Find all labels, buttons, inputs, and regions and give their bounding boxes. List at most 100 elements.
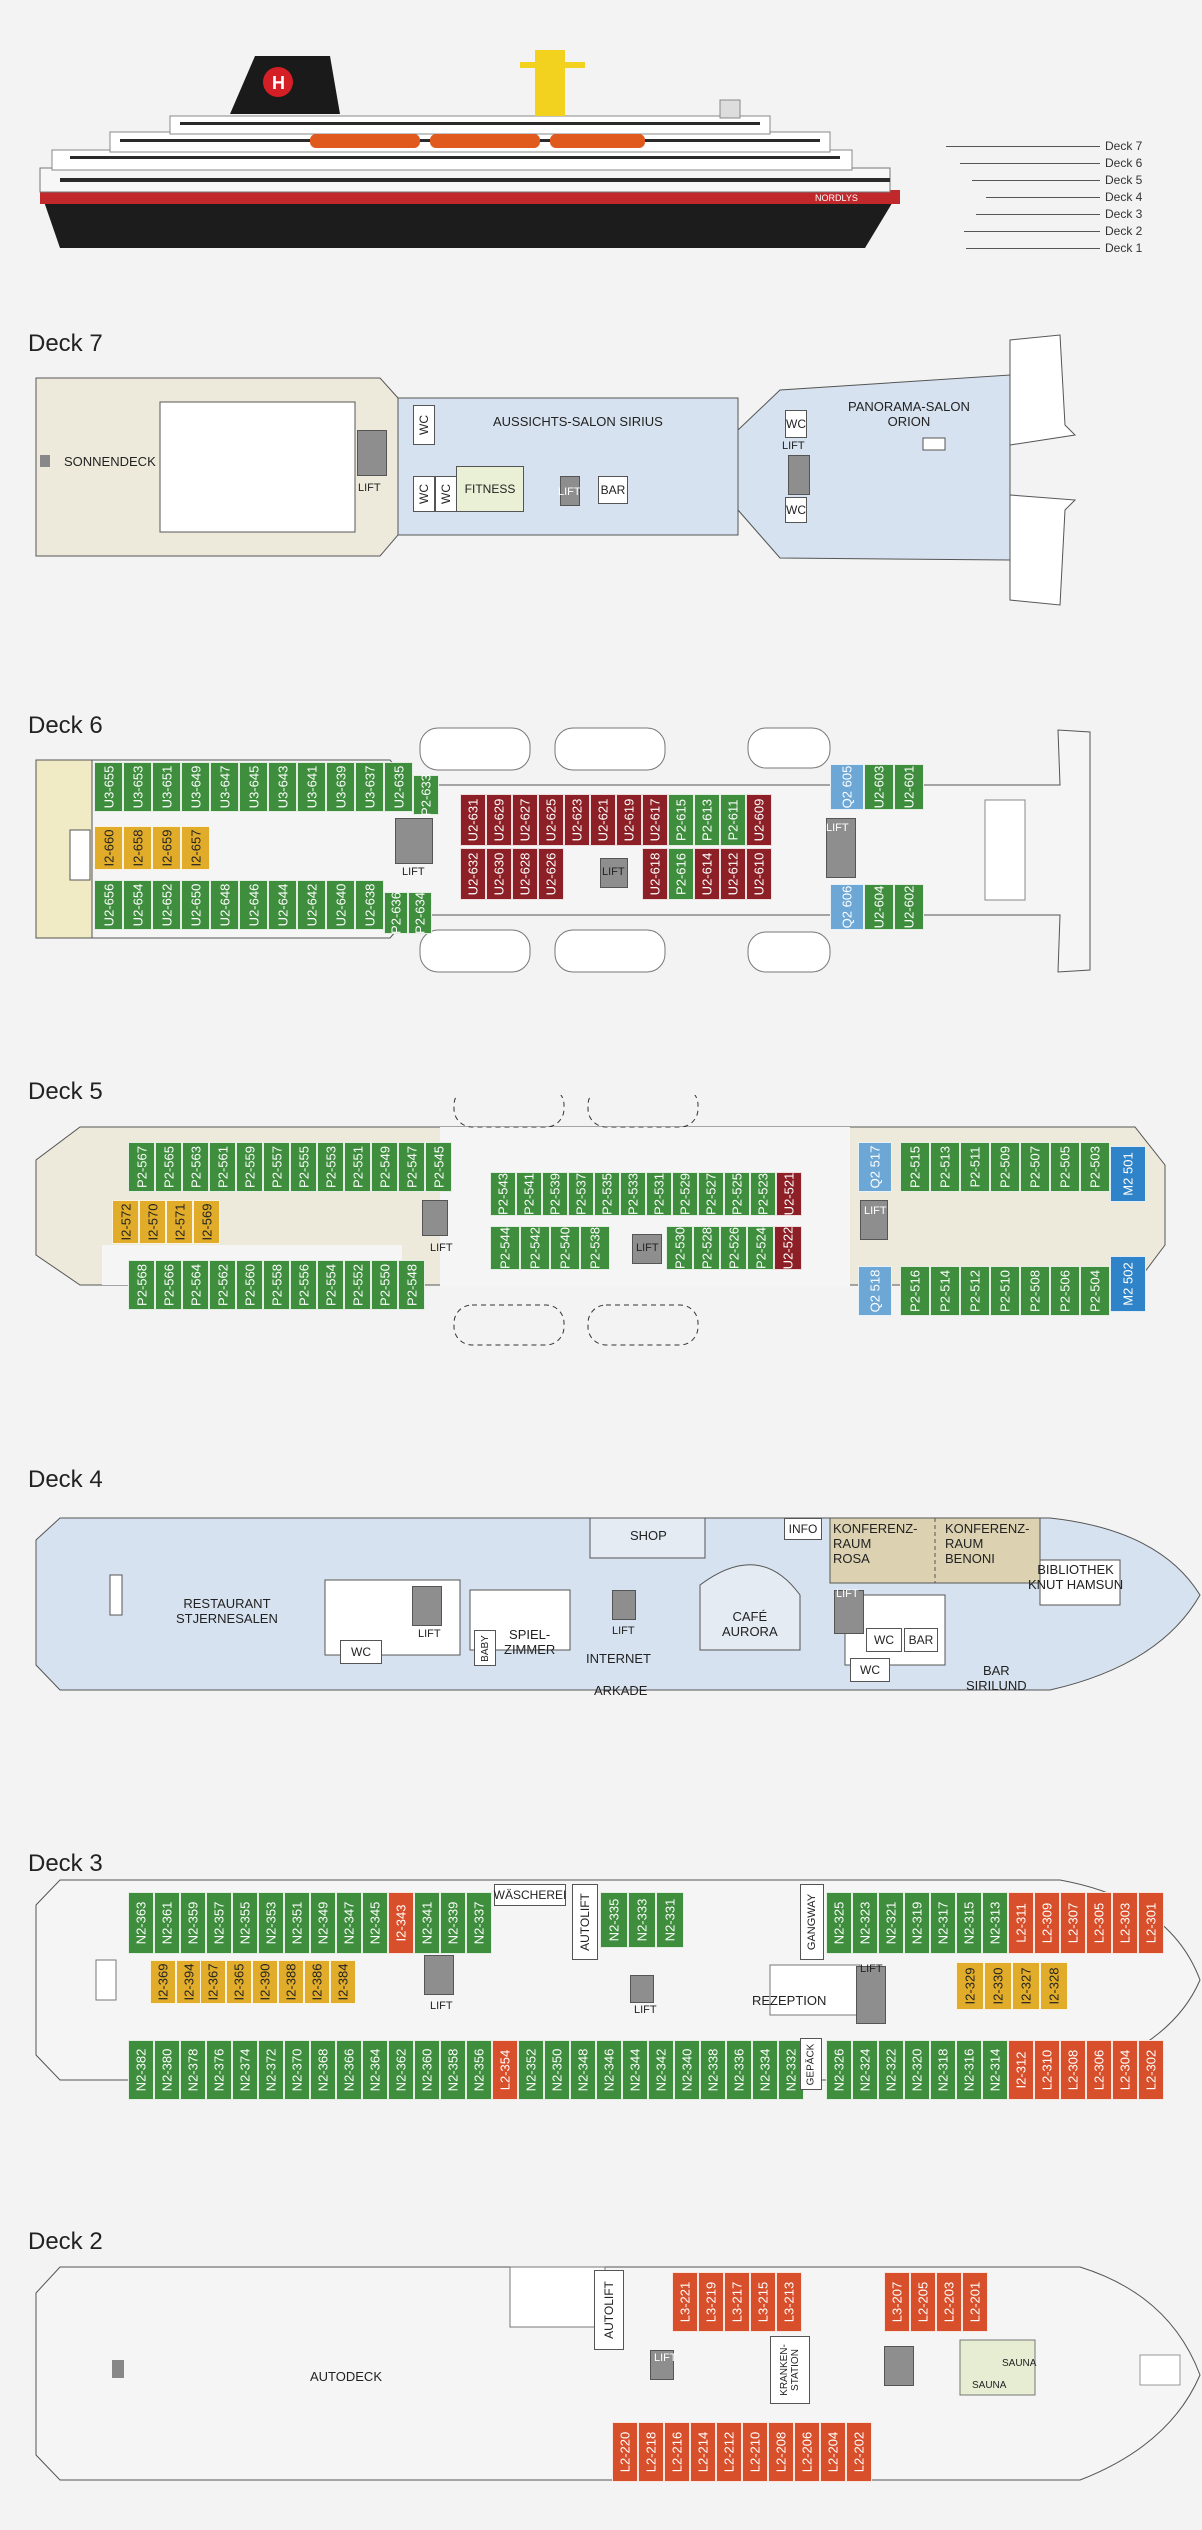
cabin-i2-384: I2-384 (330, 1960, 356, 2004)
cabin-p2-636: P2-636 (384, 892, 408, 934)
legend-deck-1: Deck 1 (1105, 241, 1143, 255)
deck-7-lift-a-label: LIFT (358, 482, 381, 494)
cabin-i2-394: I2-394 (176, 1960, 202, 2004)
deck-4-bar-small: BAR (904, 1628, 938, 1652)
cabin-p2-510: P2-510 (990, 1266, 1020, 1316)
cabin-n2-356: N2-356 (466, 2040, 492, 2100)
baby-room: BABY (474, 1630, 496, 1666)
cabin-l2-214: L2-214 (690, 2422, 716, 2482)
cabin-p2-634: P2-634 (408, 892, 432, 934)
sauna-label-2: SAUNA (972, 2380, 1007, 2391)
cabin-p2-514: P2-514 (930, 1266, 960, 1316)
cabin-u2-648: U2-648 (210, 880, 239, 930)
cabin-p2-562: P2-562 (209, 1260, 236, 1310)
cabin-i2-657: I2-657 (181, 826, 210, 870)
cabin-p2-541: P2-541 (516, 1172, 542, 1216)
cabin-q2-606: Q2 606 (830, 884, 864, 930)
cabin-n2-342: N2-342 (648, 2040, 674, 2100)
cabin-p2-545: P2-545 (425, 1142, 452, 1192)
cabin-n2-359: N2-359 (180, 1892, 206, 1954)
cabin-p2-544: P2-544 (490, 1226, 520, 1270)
cabin-n2-372: N2-372 (258, 2040, 284, 2100)
cabin-l2-218: L2-218 (638, 2422, 664, 2482)
cabin-i2-660: I2-660 (94, 826, 123, 870)
cabin-n2-351: N2-351 (284, 1892, 310, 1954)
cabin-p2-549: P2-549 (371, 1142, 398, 1192)
cabin-i2-390: I2-390 (252, 1960, 278, 2004)
deck-2-lift-a (650, 2350, 674, 2380)
cabin-l2-204: L2-204 (820, 2422, 846, 2482)
cabin-l2-307: L2-307 (1060, 1892, 1086, 1954)
cabin-u2-650: U2-650 (181, 880, 210, 930)
cabin-u2-646: U2-646 (239, 880, 268, 930)
cabin-u2-601: U2-601 (894, 764, 924, 810)
sirius-salon-label: AUSSICHTS-SALON SIRIUS (493, 414, 663, 429)
deck-3-autolift: AUTOLIFT (572, 1884, 598, 1960)
cabin-p2-557: P2-557 (263, 1142, 290, 1192)
cabin-n2-325: N2-325 (826, 1892, 852, 1954)
deck-5-lift-a (422, 1200, 448, 1236)
internet-label: INTERNET (586, 1651, 651, 1666)
deck-3-title: Deck 3 (28, 1850, 103, 1877)
cabin-p2-525: P2-525 (724, 1172, 750, 1216)
cabin-l2-208: L2-208 (768, 2422, 794, 2482)
cabin-i2-569: I2-569 (193, 1200, 220, 1244)
deck-3-lift-a (424, 1955, 454, 1995)
cabin-i2-570: I2-570 (139, 1200, 166, 1244)
cabin-l2-206: L2-206 (794, 2422, 820, 2482)
deck-7-bar: BAR (598, 476, 628, 504)
cabin-p2-563: P2-563 (182, 1142, 209, 1192)
cabin-u2-628: U2-628 (512, 848, 538, 900)
cabin-n2-319: N2-319 (904, 1892, 930, 1954)
cabin-n2-347: N2-347 (336, 1892, 362, 1954)
deck-6-lift-b (600, 858, 628, 888)
cabin-l2-201: L2-201 (962, 2272, 988, 2332)
cabin-p2-547: P2-547 (398, 1142, 425, 1192)
cabin-n2-324: N2-324 (852, 2040, 878, 2100)
krankenstation: KRANKEN-STATION (770, 2336, 810, 2404)
arkade-label: ARKADE (594, 1683, 648, 1698)
cabin-n2-362: N2-362 (388, 2040, 414, 2100)
cabin-p2-515: P2-515 (900, 1142, 930, 1192)
cabin-l2-309: L2-309 (1034, 1892, 1060, 1954)
cabin-u2-638: U2-638 (355, 880, 384, 930)
cabin-l3-217: L3-217 (724, 2272, 750, 2332)
cabin-n2-357: N2-357 (206, 1892, 232, 1954)
cabin-i2-367: I2-367 (200, 1960, 226, 2004)
deck-4-lift-c (834, 1590, 864, 1634)
cabin-l2-311: L2-311 (1008, 1892, 1034, 1954)
cabin-u3-641: U3-641 (297, 762, 326, 812)
deck-7-wc-5: WC (785, 497, 807, 523)
cabin-i2-659: I2-659 (152, 826, 181, 870)
cabin-n2-378: N2-378 (180, 2040, 206, 2100)
deck-4-wc-3: WC (850, 1658, 890, 1682)
spielzimmer-label: SPIEL-ZIMMER (504, 1627, 556, 1657)
cabin-p2-530: P2-530 (666, 1226, 693, 1270)
deck-5-lift-b-label: LIFT (636, 1242, 659, 1254)
cabin-p2-550: P2-550 (371, 1260, 398, 1310)
cabin-p2-505: P2-505 (1050, 1142, 1080, 1192)
cabin-n2-353: N2-353 (258, 1892, 284, 1954)
cabin-n2-350: N2-350 (544, 2040, 570, 2100)
cabin-p2-542: P2-542 (520, 1226, 550, 1270)
cabin-p2-565: P2-565 (155, 1142, 182, 1192)
cabin-p2-533: P2-533 (620, 1172, 646, 1216)
cabin-n2-331: N2-331 (656, 1892, 684, 1948)
deck-2-lift-a-label: LIFT (654, 2352, 677, 2364)
cabin-n2-374: N2-374 (232, 2040, 258, 2100)
cabin-u3-649: U3-649 (181, 762, 210, 812)
cabin-n2-382: N2-382 (128, 2040, 154, 2100)
cabin-u2-654: U2-654 (123, 880, 152, 930)
legend-deck-5: Deck 5 (1105, 173, 1143, 187)
cabin-p2-540: P2-540 (550, 1226, 580, 1270)
cabin-p2-559: P2-559 (236, 1142, 263, 1192)
cabin-m2-502: M2 502 (1110, 1256, 1146, 1312)
cabin-q2-518: Q2 518 (858, 1266, 892, 1316)
cabin-n2-315: N2-315 (956, 1892, 982, 1954)
cabin-u2-626: U2-626 (538, 848, 564, 900)
cabin-l3-213: L3-213 (776, 2272, 802, 2332)
cabin-l2-216: L2-216 (664, 2422, 690, 2482)
